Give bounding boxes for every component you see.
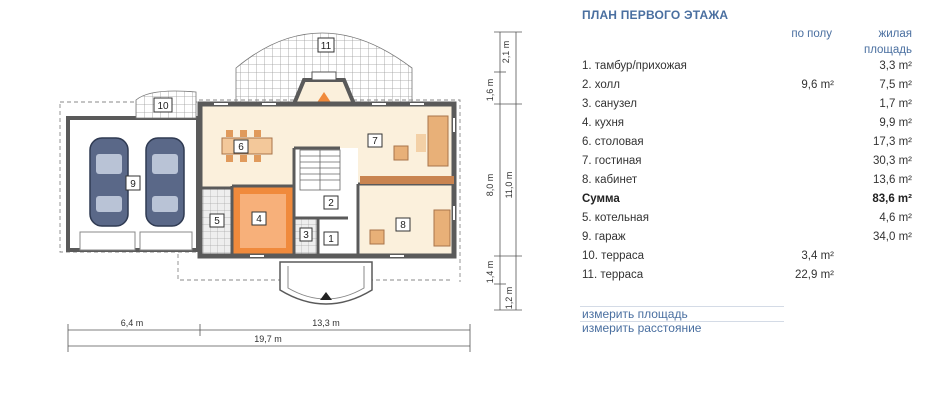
porch — [279, 261, 373, 305]
room-label-7: 7 — [367, 133, 383, 148]
svg-text:6: 6 — [238, 142, 244, 153]
sofa-icon — [393, 115, 449, 167]
svg-text:7: 7 — [372, 136, 378, 147]
terrace-11 — [235, 32, 413, 103]
dim-bay-bottom: 1,4 m — [485, 261, 495, 284]
svg-text:8: 8 — [400, 220, 406, 231]
area-row: 9. гараж 34,0 m² — [582, 231, 912, 243]
dimension-lines-horizontal — [67, 324, 471, 352]
room-label-10: 10 — [153, 97, 173, 113]
study-furniture — [369, 209, 451, 247]
area-row: 6. столовая 17,3 m² — [582, 136, 912, 148]
area-row: 11. терраса 22,9 m² — [582, 269, 834, 281]
measure-area-link[interactable]: измерить площадь — [582, 307, 688, 321]
fireplace-icon — [316, 92, 332, 104]
room-label-8: 8 — [395, 217, 411, 232]
room-label-1: 1 — [323, 231, 339, 246]
area-panel: ПЛАН ПЕРВОГО ЭТАЖА по полу жилая площадь… — [580, 0, 914, 414]
area-row: 1. тамбур/прихожая 3,3 m² — [582, 60, 912, 72]
dim-porch: 1,2 m — [504, 287, 514, 310]
area-row: 8. кабинет 13,6 m² — [582, 174, 912, 186]
staircase — [299, 149, 341, 191]
room-label-3: 3 — [299, 227, 313, 242]
svg-text:2: 2 — [328, 198, 334, 209]
dim-total-depth: 11,0 m — [504, 172, 514, 199]
floor-plan: 11 9 10 — [59, 31, 522, 352]
area-row: 4. кухня 9,9 m² — [582, 117, 912, 129]
room-label-4: 4 — [251, 211, 267, 226]
room-label-11: 11 — [317, 37, 335, 53]
windows — [214, 103, 455, 257]
area-row: 10. терраса 3,4 m² — [582, 250, 834, 262]
measure-distance-link[interactable]: измерить расстояние — [582, 321, 702, 335]
area-row: 2. холл 9,6 m² 7,5 m² — [582, 79, 912, 91]
svg-text:11: 11 — [321, 41, 332, 52]
dimension-lines-vertical — [494, 31, 522, 311]
svg-text:1: 1 — [328, 234, 334, 245]
area-row: 5. котельная 4,6 m² — [582, 212, 912, 224]
column-header-floor: по полу — [791, 28, 832, 40]
dim-house-depth: 8,0 m — [485, 174, 495, 197]
room-label-2: 2 — [323, 195, 339, 210]
svg-text:5: 5 — [214, 216, 220, 227]
link-separator — [580, 306, 784, 307]
dim-house-width: 13,3 m — [312, 318, 340, 328]
svg-text:9: 9 — [130, 179, 136, 190]
area-row: 7. гостиная 30,3 m² — [582, 155, 912, 167]
entrance-arrow-icon — [320, 292, 332, 300]
bookshelf — [360, 176, 454, 184]
svg-text:4: 4 — [256, 214, 262, 225]
area-sum-row: Сумма 83,6 m² — [582, 193, 912, 205]
svg-text:3: 3 — [303, 230, 309, 241]
car-left-icon — [89, 137, 129, 227]
svg-text:10: 10 — [157, 101, 169, 112]
room-label-6: 6 — [233, 139, 249, 154]
dim-total-width: 19,7 m — [254, 334, 282, 344]
car-right-icon — [145, 137, 185, 227]
dim-garage-width: 6,4 m — [121, 318, 144, 328]
dim-bay-top: 1,6 m — [485, 79, 495, 102]
panel-title: ПЛАН ПЕРВОГО ЭТАЖА — [582, 8, 729, 22]
area-row: 3. санузел 1,7 m² — [582, 98, 912, 110]
dim-terrace-depth: 2,1 m — [501, 41, 511, 64]
room-label-5: 5 — [209, 213, 225, 228]
link-separator — [580, 321, 784, 322]
column-header-living: жилая площадь — [863, 28, 912, 56]
room-label-9: 9 — [125, 175, 141, 191]
